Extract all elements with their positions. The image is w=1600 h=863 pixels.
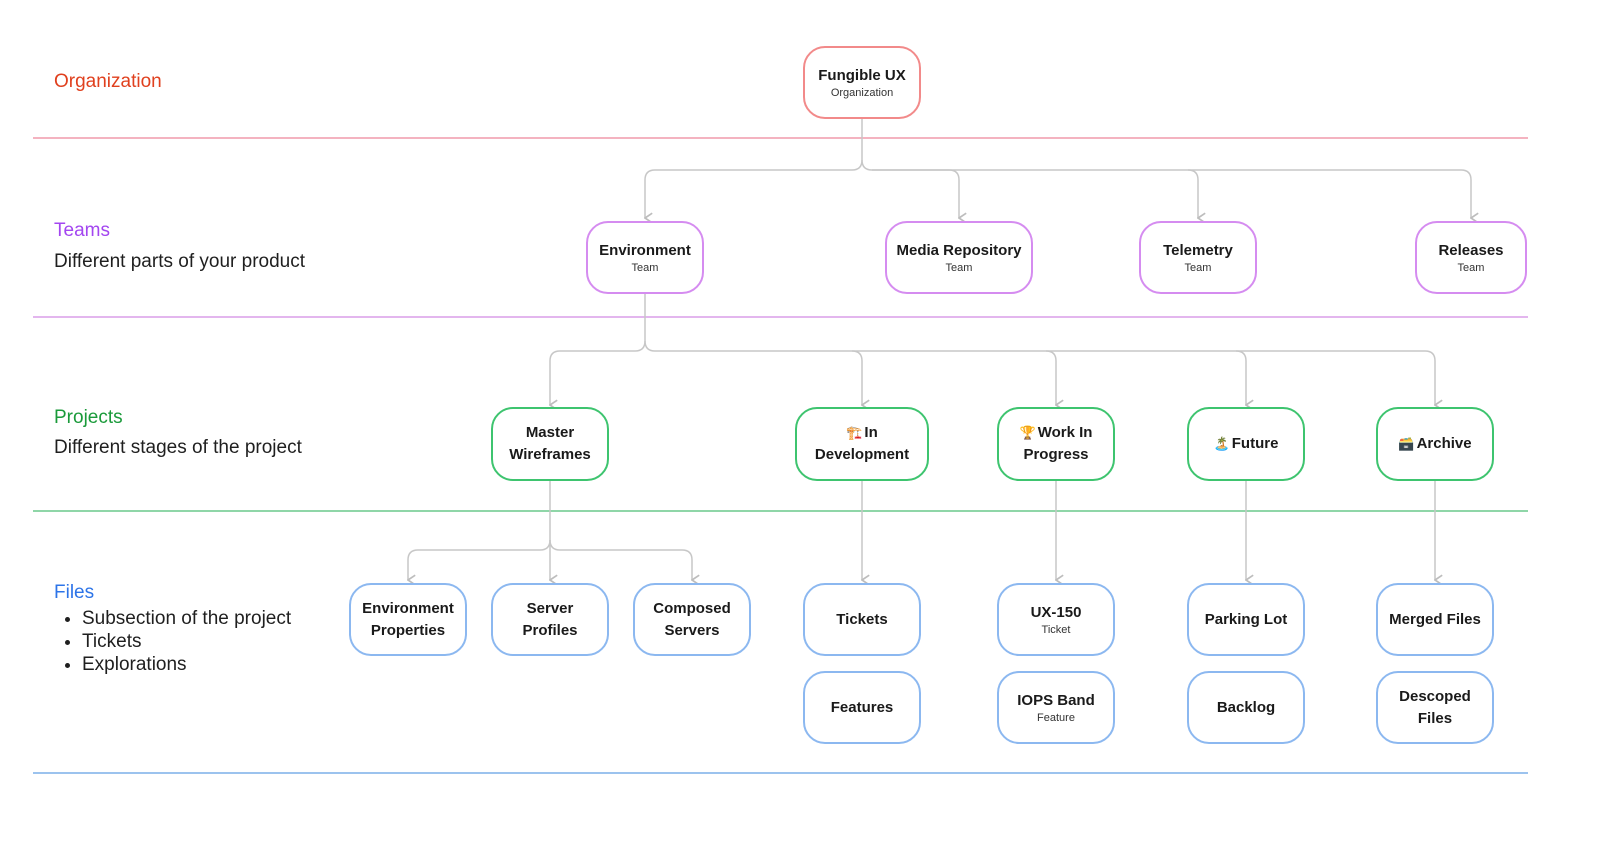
node-title: Media Repository bbox=[896, 242, 1022, 259]
project-node-future[interactable]: 🏝️Future bbox=[1187, 407, 1305, 481]
files-divider bbox=[33, 772, 1528, 774]
files-bullet-item: Subsection of the project bbox=[82, 607, 291, 630]
file-node-features[interactable]: Features bbox=[803, 671, 921, 744]
file-node-merged-files[interactable]: Merged Files bbox=[1376, 583, 1494, 656]
projects-section-description: Different stages of the project bbox=[54, 437, 302, 458]
node-title: Releases bbox=[1438, 242, 1504, 259]
team-node-environment[interactable]: Environment Team bbox=[586, 221, 704, 294]
node-title: Backlog bbox=[1216, 698, 1276, 716]
organization-divider bbox=[33, 137, 1528, 139]
organization-section-title: Organization bbox=[54, 71, 162, 92]
node-title-wrap: 🏗️In Development bbox=[815, 422, 909, 466]
node-subtitle: Team bbox=[631, 262, 659, 274]
project-node-archive[interactable]: 🗃️Archive bbox=[1376, 407, 1494, 481]
projects-section-title: Projects bbox=[54, 407, 123, 428]
connector-env-wip bbox=[852, 350, 1056, 405]
node-title: Telemetry bbox=[1163, 242, 1233, 259]
node-subtitle: Team bbox=[945, 262, 973, 274]
connector-org-releases bbox=[1188, 169, 1471, 218]
file-node-tickets[interactable]: Tickets bbox=[803, 583, 921, 656]
project-node-work-in-progress[interactable]: 🏆Work In Progress bbox=[997, 407, 1115, 481]
files-section-title: Files bbox=[54, 582, 95, 603]
node-title: Server Profiles bbox=[522, 599, 578, 639]
island-icon: 🏝️ bbox=[1213, 436, 1230, 451]
connector-org-media bbox=[861, 159, 959, 218]
connector-env-master bbox=[550, 340, 646, 405]
node-subtitle: Organization bbox=[830, 87, 894, 99]
node-title-wrap: 🏆Work In Progress bbox=[1020, 422, 1093, 466]
team-node-media-repository[interactable]: Media Repository Team bbox=[885, 221, 1033, 294]
files-bullet-item: Tickets bbox=[82, 630, 291, 653]
project-node-in-development[interactable]: 🏗️In Development bbox=[795, 407, 929, 481]
org-node-fungible-ux[interactable]: Fungible UX Organization bbox=[803, 46, 921, 119]
connector-master-env-props bbox=[408, 539, 551, 580]
node-title: Work In Progress bbox=[1023, 424, 1093, 463]
node-subtitle: Feature bbox=[1037, 712, 1075, 724]
node-subtitle: Team bbox=[1457, 262, 1485, 274]
node-title: Environment Properties bbox=[362, 599, 454, 639]
teams-section-description: Different parts of your product bbox=[54, 251, 305, 272]
node-title: Fungible UX bbox=[818, 67, 906, 84]
node-subtitle: Team bbox=[1184, 262, 1212, 274]
connector-org-telemetry bbox=[872, 169, 1198, 218]
file-node-parking-lot[interactable]: Parking Lot bbox=[1187, 583, 1305, 656]
file-box-icon: 🗃️ bbox=[1398, 436, 1415, 451]
node-title: IOPS Band bbox=[1017, 692, 1095, 709]
file-node-descoped-files[interactable]: Descoped Files bbox=[1376, 671, 1494, 744]
teams-section-title: Teams bbox=[54, 220, 110, 241]
node-title: Merged Files bbox=[1389, 610, 1481, 628]
connector-master-composed bbox=[549, 539, 692, 580]
node-title: Master Wireframes bbox=[509, 424, 591, 463]
team-node-releases[interactable]: Releases Team bbox=[1415, 221, 1527, 294]
file-node-composed-servers[interactable]: Composed Servers bbox=[633, 583, 751, 656]
teams-divider bbox=[33, 316, 1528, 318]
project-node-master-wireframes[interactable]: Master Wireframes bbox=[491, 407, 609, 481]
files-section-bullets: Subsection of the project Tickets Explor… bbox=[54, 607, 291, 676]
node-title: Descoped Files bbox=[1399, 687, 1471, 727]
node-title: Tickets bbox=[836, 610, 888, 628]
node-title: UX-150 bbox=[1030, 604, 1082, 621]
node-title: Future bbox=[1231, 435, 1279, 452]
node-title: Environment bbox=[599, 242, 691, 259]
file-node-ux-150[interactable]: UX-150 Ticket bbox=[997, 583, 1115, 656]
node-title: Parking Lot bbox=[1204, 610, 1288, 628]
node-subtitle: Ticket bbox=[1041, 624, 1071, 636]
node-title: Composed Servers bbox=[653, 599, 731, 639]
node-title-wrap: 🗃️Archive bbox=[1398, 433, 1471, 455]
construction-icon: 🏗️ bbox=[846, 425, 863, 440]
file-node-backlog[interactable]: Backlog bbox=[1187, 671, 1305, 744]
trophy-icon: 🏆 bbox=[1019, 425, 1036, 440]
connector-org-environment bbox=[645, 159, 863, 218]
node-title: In Development bbox=[814, 424, 910, 463]
team-node-telemetry[interactable]: Telemetry Team bbox=[1139, 221, 1257, 294]
node-title: Archive bbox=[1416, 435, 1472, 452]
projects-divider bbox=[33, 510, 1528, 512]
file-node-iops-band[interactable]: IOPS Band Feature bbox=[997, 671, 1115, 744]
connector-env-future bbox=[1046, 350, 1246, 405]
file-node-environment-properties[interactable]: Environment Properties bbox=[349, 583, 467, 656]
node-title: Features bbox=[830, 698, 894, 716]
connector-env-indev bbox=[644, 340, 862, 405]
node-title-wrap: 🏝️Future bbox=[1214, 433, 1279, 455]
connector-env-archive bbox=[1236, 350, 1435, 405]
files-bullet-item: Explorations bbox=[82, 653, 291, 676]
file-node-server-profiles[interactable]: Server Profiles bbox=[491, 583, 609, 656]
